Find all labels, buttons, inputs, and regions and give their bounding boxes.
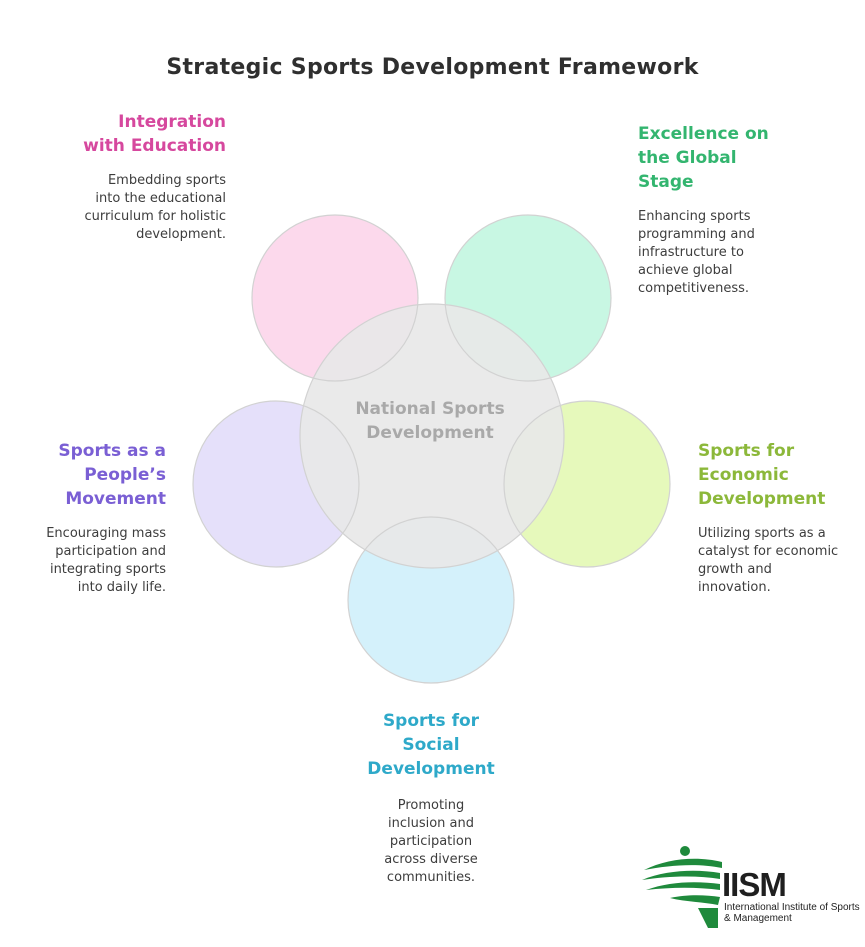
node-heading: Sports for Economic Development [698,441,826,509]
node-description: Enhancing sports programming and infrast… [638,209,755,296]
node-heading: Excellence on the Global Stage [638,124,769,192]
node-description: Utilizing sports as a catalyst for econo… [698,526,839,595]
node-heading: Sports for Social Development [367,711,495,779]
center-label: National Sports Development [355,399,505,443]
page-title: Strategic Sports Development Framework [166,55,699,80]
circle-center [300,304,564,568]
node-education: Integration with Education Embedding spo… [80,110,226,244]
node-heading: Integration with Education [83,112,226,156]
iism-logo: IISM International Institute of Sports &… [640,842,860,932]
node-heading: Sports as a People’s Movement [58,441,166,509]
logo-name: IISM [722,866,787,903]
logo-emblem-icon [642,846,722,928]
node-economic: Sports for Economic Development Utilizin… [698,439,848,597]
node-description: Embedding sports into the educational cu… [84,173,226,242]
node-description: Promoting inclusion and participation ac… [384,798,478,885]
node-description: Encouraging mass participation and integ… [46,526,166,595]
node-social: Sports for Social Development Promoting … [356,709,506,887]
logo-subtitle: International Institute of Sports & Mana… [724,902,860,924]
node-global-stage: Excellence on the Global Stage Enhancing… [638,122,788,298]
node-peoples-movement: Sports as a People’s Movement Encouragin… [30,439,166,597]
